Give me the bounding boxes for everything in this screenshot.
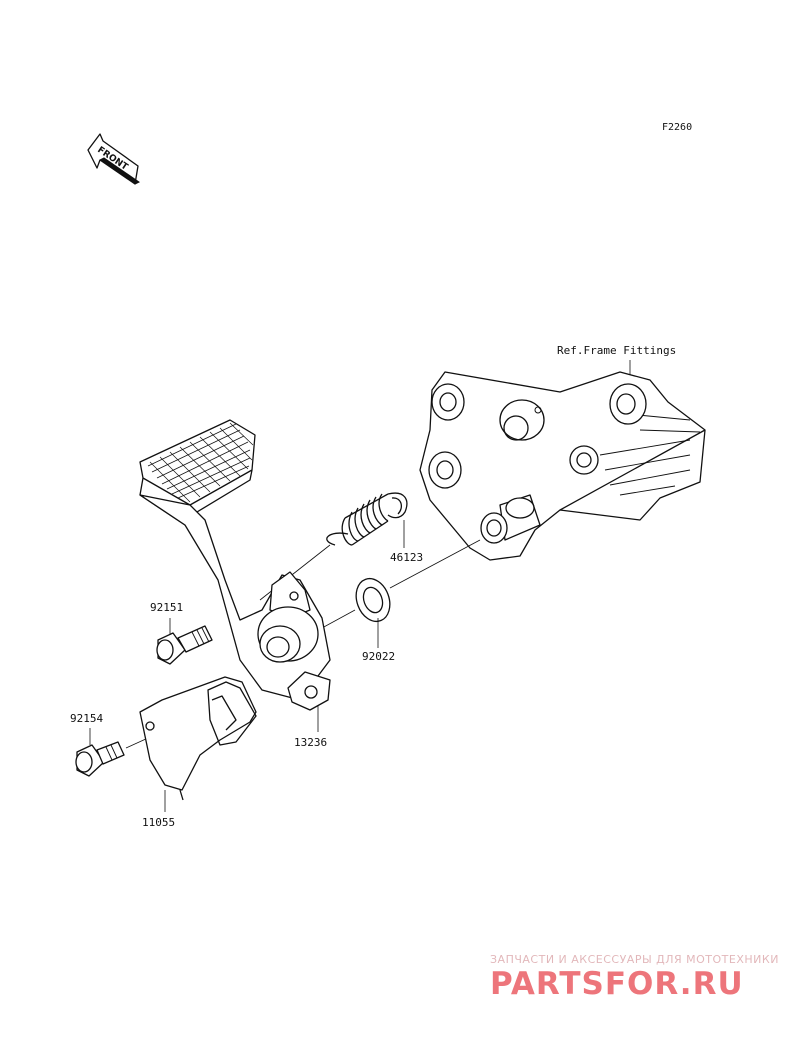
watermark-brand: PARTSFOR.RU [490, 966, 744, 1002]
brake-pedal [139, 419, 331, 711]
part-number: 11055 [142, 816, 175, 829]
part-number: 46123 [390, 551, 423, 564]
guard-plate [139, 676, 257, 801]
part-number: 92151 [150, 601, 183, 614]
front-arrow-icon: FRONT [87, 133, 140, 185]
ref-frame-label: Ref.Frame Fittings [557, 344, 676, 357]
watermark-subtitle: ЗАПЧАСТИ И АКСЕССУАРЫ ДЛЯ МОТОТЕХНИКИ [490, 953, 779, 966]
bolt-axis-line [125, 737, 149, 749]
part-number: 92154 [70, 712, 103, 725]
figure-code: F2260 [662, 122, 692, 133]
part-number: 13236 [294, 736, 327, 749]
washer [355, 577, 391, 623]
return-spring [326, 492, 408, 546]
watermark: ЗАПЧАСТИ И АКСЕССУАРЫ ДЛЯ МОТОТЕХНИКИ PA… [490, 953, 779, 1002]
part-number: 92022 [362, 650, 395, 663]
bolt-92151 [156, 625, 213, 665]
frame-bracket [419, 371, 706, 561]
bolt-92154 [75, 741, 125, 777]
